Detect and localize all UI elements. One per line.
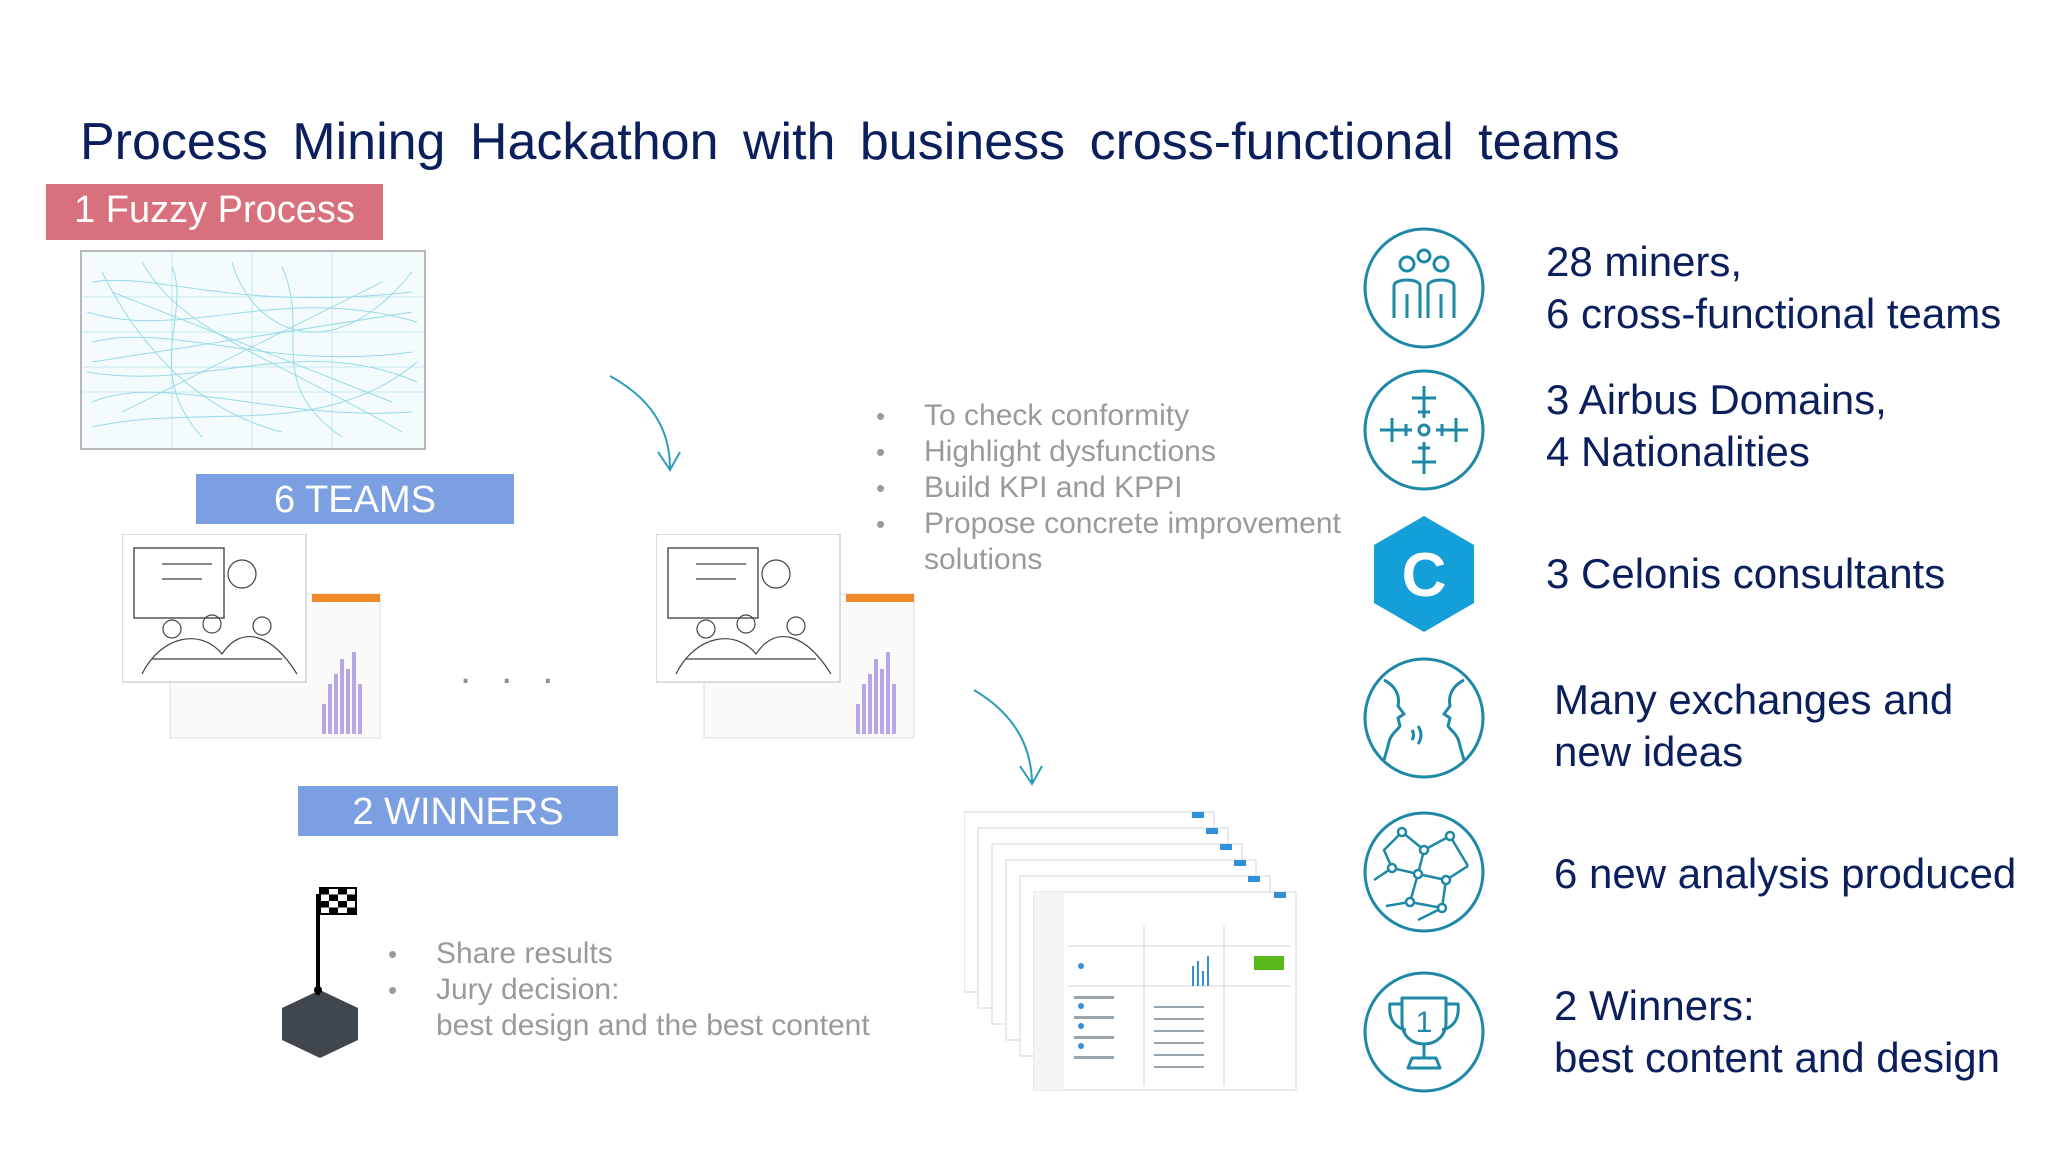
team-work-illustration-right <box>655 533 916 740</box>
goal-item-continuation: solutions <box>924 543 1043 576</box>
stat-line: Many exchanges and <box>1554 676 1954 723</box>
outcomes-list: Share results Jury decision: best design… <box>388 936 908 1044</box>
stat-line: new ideas <box>1554 728 1744 775</box>
outcome-item-continuation: best design and the best content <box>436 1009 870 1042</box>
goals-list: To check conformity Highlight dysfunctio… <box>876 398 1356 578</box>
stat-line: 28 miners, <box>1546 238 1743 285</box>
celonis-logo-letter: C <box>1402 541 1447 610</box>
airplanes-icon <box>1362 368 1486 492</box>
celonis-logo-icon: C <box>1362 512 1486 636</box>
finish-flag-icon <box>270 880 370 1065</box>
network-globe-icon <box>1362 810 1486 934</box>
trophy-number: 1 <box>1416 1006 1433 1039</box>
faces-talking-icon <box>1362 656 1486 780</box>
goal-item: Propose concrete improvement <box>876 506 1356 542</box>
stat-line: 6 cross-functional teams <box>1546 290 2002 337</box>
curved-arrow-icon <box>600 368 690 483</box>
team-people-icon <box>1362 226 1486 350</box>
fuzzy-process-tag: 1 Fuzzy Process <box>46 184 383 240</box>
dashboard-screenshots-stack <box>963 806 1304 1101</box>
goal-item: Highlight dysfunctions <box>876 434 1356 470</box>
outcome-item: Jury decision: <box>388 972 908 1008</box>
outcome-item: Share results <box>388 936 908 972</box>
stat-line: 3 Airbus Domains, <box>1546 376 1887 423</box>
winners-tag: 2 WINNERS <box>298 786 618 836</box>
curved-arrow-icon <box>966 682 1056 797</box>
goal-item: To check conformity <box>876 398 1356 434</box>
page-title: Process Mining Hackathon with business c… <box>80 113 1620 171</box>
stat-line: best content and design <box>1554 1034 2001 1081</box>
goal-item: Build KPI and KPPI <box>876 470 1356 506</box>
trophy-icon: 1 <box>1362 970 1486 1094</box>
stat-line: 2 Winners: <box>1554 982 1755 1029</box>
stat-line: 3 Celonis consultants <box>1546 550 1946 597</box>
fuzzy-process-map <box>80 250 426 450</box>
ellipsis: ... <box>460 648 584 692</box>
stat-line: 4 Nationalities <box>1546 428 1810 475</box>
stat-line: 6 new analysis produced <box>1554 850 2017 897</box>
teams-tag: 6 TEAMS <box>196 474 514 524</box>
team-work-illustration-left <box>121 533 382 740</box>
